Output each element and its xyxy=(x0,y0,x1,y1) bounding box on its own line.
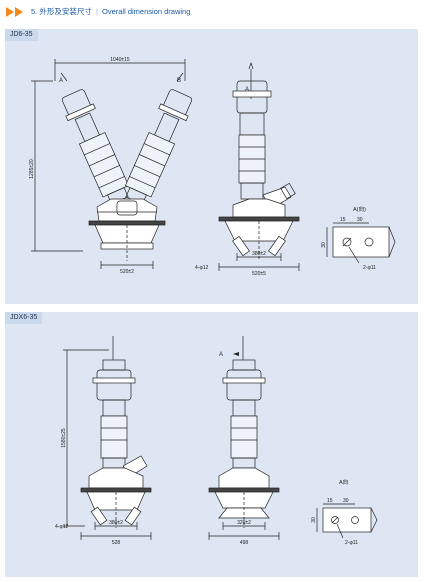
model-label: JDX6-35 xyxy=(5,312,43,324)
view-d1: 15 xyxy=(327,498,333,504)
view-d1: 15 xyxy=(340,217,346,223)
label-b: B xyxy=(177,78,181,84)
label-a: A xyxy=(59,78,63,84)
view-d2: 30 xyxy=(343,498,349,504)
side-dim-inner: 320±2 xyxy=(237,520,251,526)
view-d2: 30 xyxy=(357,217,363,223)
dim-outer: 520±5 xyxy=(252,271,266,277)
view-title: A(向) xyxy=(353,205,366,213)
jd6-front-view xyxy=(31,59,193,269)
jd6-a-view xyxy=(326,222,396,264)
jdx6-side-view xyxy=(208,336,280,540)
jd6-side-view xyxy=(218,61,300,271)
jdx6-a-view xyxy=(316,503,378,539)
drawing-panel-jdx6-35: JDX6-35 xyxy=(5,312,418,577)
dim-inner: 380±2 xyxy=(252,251,266,257)
dim-holes: 4-φ12 xyxy=(55,524,68,530)
view-holes: 2-φ11 xyxy=(363,265,376,271)
section-number: 5. xyxy=(31,7,38,16)
dim-outer: 528 xyxy=(112,540,121,546)
dim-inner: 380±2 xyxy=(109,520,123,526)
view-title: A向 xyxy=(339,478,348,486)
section-title-en: Overall dimension drawing xyxy=(102,7,191,16)
section-header: 5. 外形及安装尺寸 | Overall dimension drawing xyxy=(0,0,424,24)
double-arrow-icon xyxy=(6,7,23,17)
section-title-cn: 外形及安装尺寸 xyxy=(39,7,92,16)
side-label-a: A xyxy=(219,352,223,358)
jd6-35-drawing: 1040±15 1285±20 A B 520±2 4-φ12 A 380±2 … xyxy=(29,57,396,277)
view-d3: 30 xyxy=(311,517,317,523)
dim-height: 1285±20 xyxy=(29,159,35,179)
dim-height: 1580±25 xyxy=(61,428,67,448)
dim-holes: 4-φ12 xyxy=(195,265,208,271)
dim-width: 1040±15 xyxy=(110,57,130,63)
view-holes: 2-φ11 xyxy=(345,540,358,546)
side-dim-outer: 498 xyxy=(240,540,249,546)
jdx6-35-drawing: 1580±25 4-φ12 380±2 528 A 320±2 498 A向 1… xyxy=(55,336,378,546)
jdx6-front-view xyxy=(63,336,152,540)
dim-base: 520±2 xyxy=(120,269,134,275)
section-title: 5. 外形及安装尺寸 | Overall dimension drawing xyxy=(31,7,191,16)
view-d3: 30 xyxy=(321,242,327,248)
drawing-panel-jd6-35: JD6-35 xyxy=(5,29,418,304)
side-label-a: A xyxy=(245,87,249,93)
model-label: JD6-35 xyxy=(5,29,38,41)
